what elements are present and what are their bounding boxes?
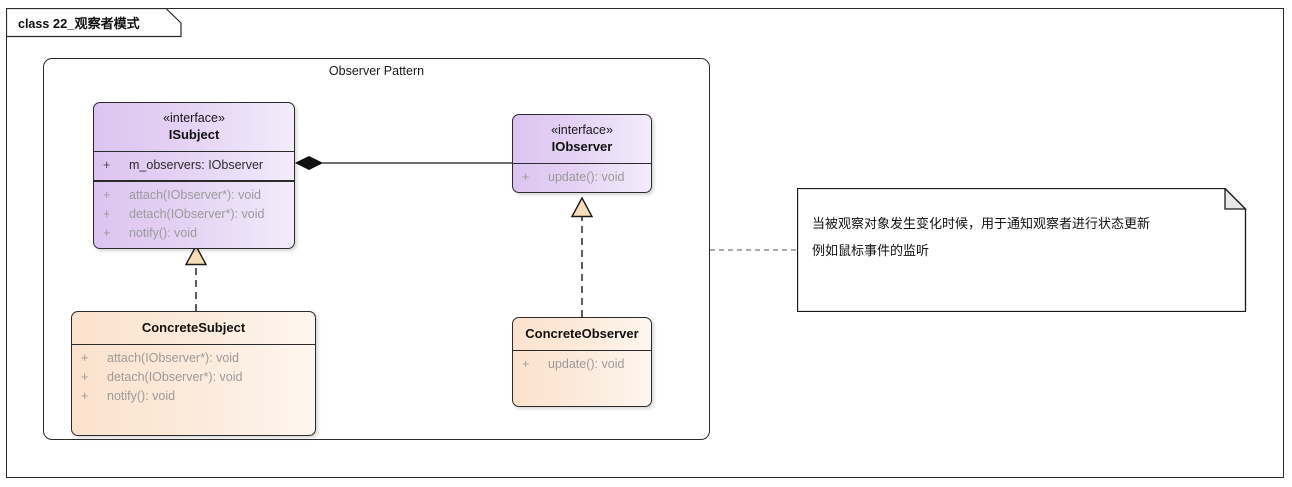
visibility: +: [522, 357, 530, 372]
iobserver-operations: + update(): void: [513, 164, 651, 192]
signature: detach(IObserver*): void: [129, 206, 265, 221]
class-box-concretesubject[interactable]: ConcreteSubject + attach(IObserver*): vo…: [71, 311, 316, 436]
class-box-isubject[interactable]: «interface» ISubject + m_observers: IObs…: [93, 102, 295, 249]
note-text: 当被观察对象发生变化时候，用于通知观察者进行状态更新 例如鼠标事件的监听: [812, 210, 1222, 264]
visibility: +: [103, 158, 111, 173]
iobserver-stereotype: «interface»: [551, 123, 613, 137]
isubject-separator-1: [94, 151, 294, 153]
visibility: +: [81, 389, 89, 404]
note-line: 当被观察对象发生变化时候，用于通知观察者进行状态更新: [812, 216, 1151, 231]
concretesubject-operations: + attach(IObserver*): void + detach(IObs…: [72, 345, 315, 411]
iobserver-name: IObserver: [551, 139, 613, 154]
isubject-header: «interface» ISubject: [94, 103, 294, 151]
operation-row: + attach(IObserver*): void: [72, 349, 315, 368]
isubject-attributes: + m_observers: IObserver: [94, 152, 294, 180]
visibility: +: [522, 170, 530, 185]
signature: attach(IObserver*): void: [107, 351, 239, 366]
visibility: +: [103, 225, 111, 240]
iobserver-header: «interface» IObserver: [513, 115, 651, 163]
concretesubject-header: ConcreteSubject: [72, 312, 315, 344]
attribute-row: + m_observers: IObserver: [94, 156, 294, 175]
concreteobserver-header: ConcreteObserver: [513, 318, 651, 350]
concretesubject-name: ConcreteSubject: [141, 320, 246, 335]
class-box-concreteobserver[interactable]: ConcreteObserver + update(): void: [512, 317, 652, 407]
concretesubject-separator-1: [72, 344, 315, 346]
frame-name: 22_观察者模式: [52, 16, 140, 31]
operation-row: + notify(): void: [94, 224, 294, 243]
diagram-frame: [6, 8, 1284, 478]
operation-row: + update(): void: [513, 168, 651, 187]
operation-row: + detach(IObserver*): void: [72, 368, 315, 387]
concreteobserver-separator-1: [513, 350, 651, 352]
signature: detach(IObserver*): void: [107, 370, 243, 385]
signature: notify(): void: [129, 225, 198, 240]
signature: notify(): void: [107, 389, 176, 404]
visibility: +: [103, 206, 111, 221]
isubject-operations: + attach(IObserver*): void + detach(IObs…: [94, 182, 294, 248]
isubject-separator-2: [94, 180, 294, 182]
operation-row: + attach(IObserver*): void: [94, 186, 294, 205]
visibility: +: [103, 187, 111, 202]
signature: update(): void: [548, 170, 625, 185]
frame-title-tab: [6, 8, 182, 38]
note-line: 例如鼠标事件的监听: [812, 243, 930, 258]
visibility: +: [81, 351, 89, 366]
signature: attach(IObserver*): void: [129, 187, 261, 202]
operation-row: + notify(): void: [72, 387, 315, 406]
visibility: +: [81, 370, 89, 385]
frame-title-label: class 22_观察者模式: [18, 13, 140, 32]
concreteobserver-operations: + update(): void: [513, 351, 651, 379]
operation-row: + detach(IObserver*): void: [94, 205, 294, 224]
concreteobserver-name: ConcreteObserver: [525, 326, 639, 341]
operation-row: + update(): void: [513, 355, 651, 374]
class-box-iobserver[interactable]: «interface» IObserver + update(): void: [512, 114, 652, 194]
frame-keyword: class: [18, 17, 50, 31]
signature: m_observers: IObserver: [129, 158, 264, 173]
isubject-name: ISubject: [168, 127, 220, 142]
signature: update(): void: [548, 357, 625, 372]
iobserver-separator-1: [513, 163, 651, 165]
isubject-stereotype: «interface»: [163, 111, 225, 125]
note-box[interactable]: [797, 188, 1247, 312]
package-title: Observer Pattern: [328, 64, 425, 78]
